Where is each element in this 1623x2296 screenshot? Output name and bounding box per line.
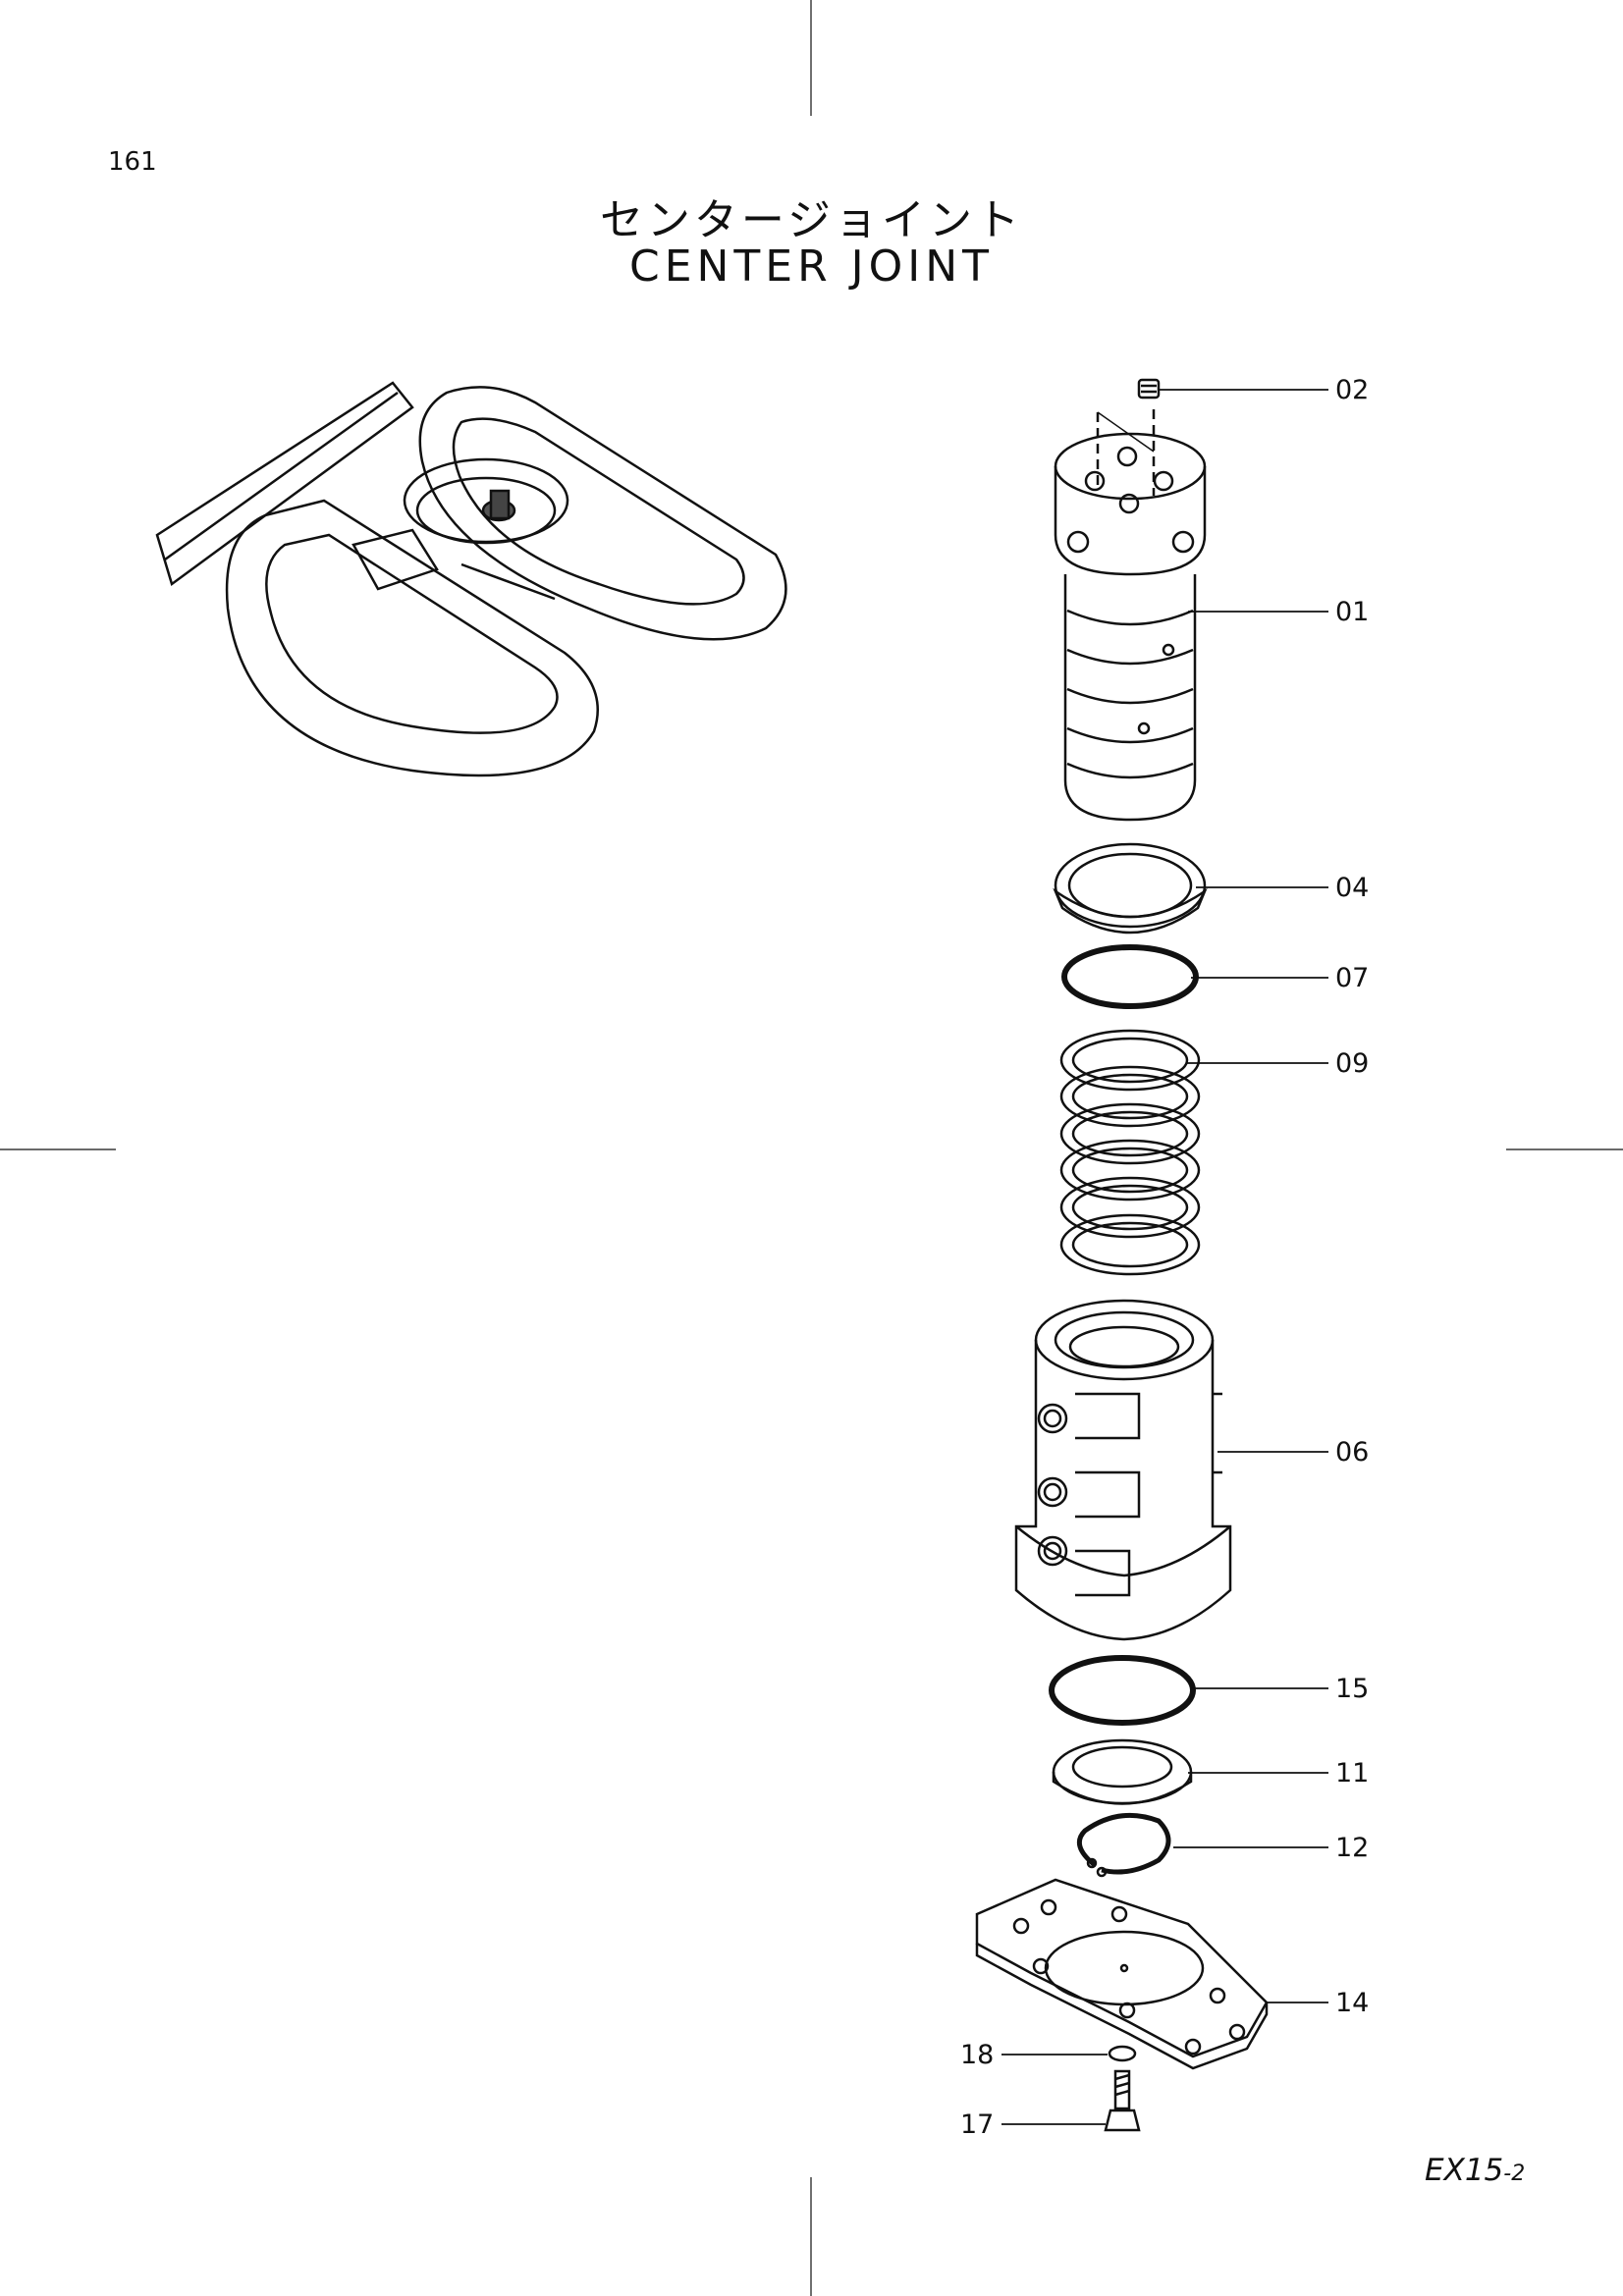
model-code-main: EX15	[1425, 2153, 1504, 2188]
part-11-washer	[1052, 1738, 1193, 1805]
model-code-suffix: -2	[1503, 2162, 1526, 2186]
part-17-bolt	[1104, 2069, 1141, 2132]
part-07-o-ring	[1061, 944, 1199, 1009]
part-18-washer	[1108, 2045, 1137, 2062]
part-04-seal	[1053, 842, 1208, 934]
model-code: EX15-2	[1425, 2153, 1525, 2188]
callout-01: 01	[1335, 597, 1370, 627]
callout-15: 15	[1335, 1674, 1370, 1704]
part-09-seal-stack	[1059, 1029, 1201, 1276]
callout-14: 14	[1335, 1988, 1370, 2018]
title-english: CENTER JOINT	[628, 241, 995, 292]
part-02-plug	[1137, 378, 1161, 400]
callout-02: 02	[1335, 375, 1370, 405]
dozer-blade	[155, 381, 414, 587]
callout-18: 18	[960, 2040, 995, 2070]
callout-06: 06	[1335, 1437, 1370, 1468]
callout-11: 11	[1335, 1758, 1370, 1789]
undercarriage-illustration	[155, 381, 787, 777]
part-06-body	[1014, 1299, 1232, 1641]
callout-04: 04	[1335, 873, 1370, 903]
callout-12: 12	[1335, 1833, 1370, 1863]
page-number: 161	[108, 147, 157, 177]
part-01-spindle	[1054, 432, 1207, 822]
callout-07: 07	[1335, 963, 1370, 993]
title-japanese: センタージョイント	[599, 195, 1024, 245]
part-15-o-ring	[1049, 1655, 1196, 1726]
track-frame-rear	[418, 386, 787, 641]
track-frame-front	[225, 499, 599, 777]
part-12-snap-ring	[1076, 1812, 1171, 1878]
leader-lines	[1001, 389, 1328, 2125]
callout-09: 09	[1335, 1048, 1370, 1079]
callout-17: 17	[960, 2109, 995, 2140]
part-14-cover	[975, 1878, 1269, 2070]
